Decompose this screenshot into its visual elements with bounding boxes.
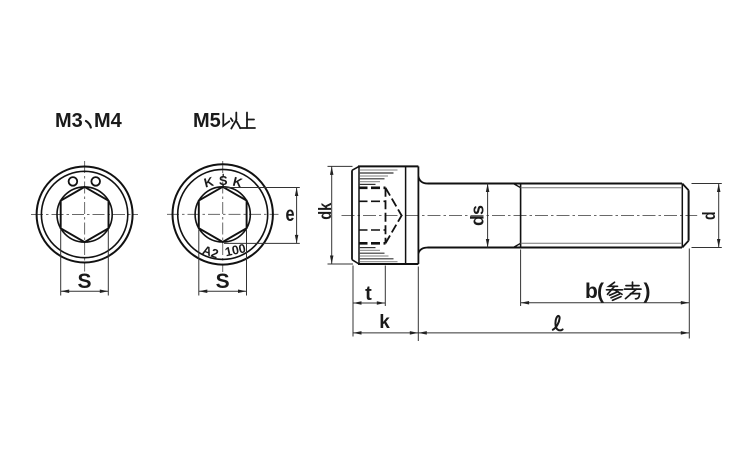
- svg-text:A2: A2: [201, 243, 221, 261]
- svg-text:d: d: [699, 211, 719, 220]
- svg-text:K: K: [202, 174, 215, 191]
- svg-text:M5: M5: [193, 110, 221, 132]
- svg-text:(: (: [597, 280, 604, 303]
- svg-text:t: t: [365, 283, 372, 305]
- svg-text:S: S: [216, 270, 230, 293]
- svg-text:dk: dk: [315, 203, 335, 220]
- svg-text:100: 100: [224, 241, 247, 259]
- svg-text:): ): [644, 280, 651, 303]
- svg-text:ds: ds: [468, 205, 488, 226]
- svg-text:S: S: [219, 173, 228, 188]
- svg-text:S: S: [77, 270, 91, 293]
- svg-text:k: k: [379, 312, 390, 333]
- svg-text:M3: M3: [55, 110, 83, 132]
- svg-text:M4: M4: [94, 110, 123, 132]
- svg-text:b: b: [585, 280, 598, 303]
- svg-text:e: e: [286, 203, 295, 226]
- svg-text:K: K: [231, 174, 244, 191]
